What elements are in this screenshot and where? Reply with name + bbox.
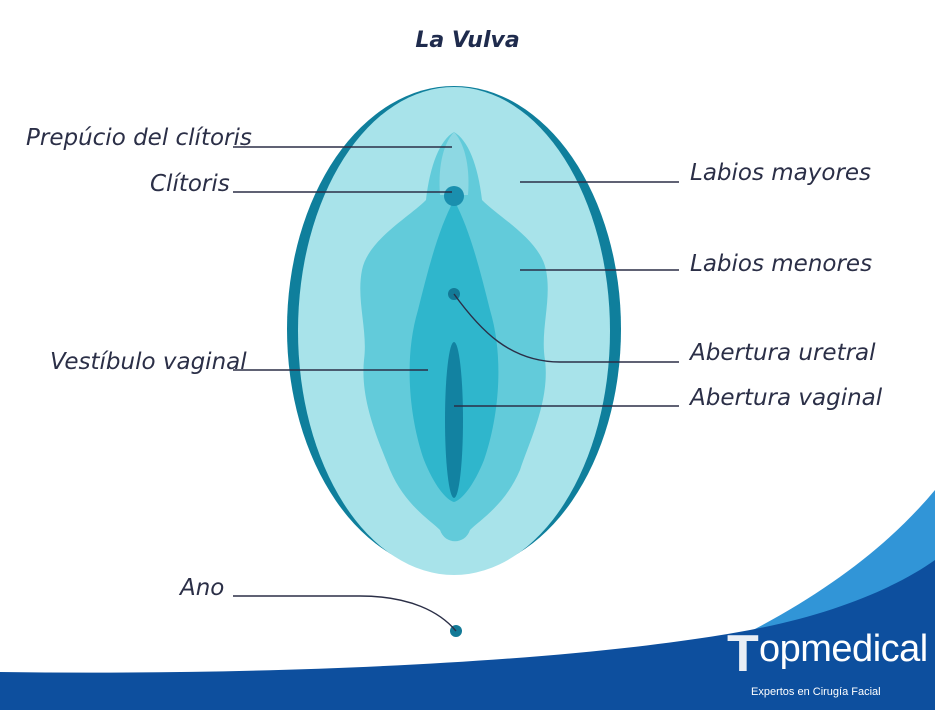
label-prepucio: Prepúcio del clítoris [26, 125, 252, 151]
label-clitoris: Clítoris [150, 171, 230, 197]
abertura-vaginal-shape [445, 342, 463, 498]
label-abertura-uretral: Abertura uretral [690, 340, 876, 366]
label-vestibulo: Vestíbulo vaginal [50, 349, 247, 375]
brand-tagline: Expertos en Cirugía Facial [751, 686, 881, 698]
brand-logo: T opmedical Expertos en Cirugía Facial [727, 625, 929, 708]
brand-initial: T [727, 625, 759, 683]
clitoris-dot [444, 186, 464, 206]
label-abertura-vaginal: Abertura vaginal [690, 385, 883, 411]
leader-ano [233, 595, 457, 632]
diagram-title: La Vulva [415, 28, 520, 53]
label-ano: Ano [180, 575, 225, 601]
brand-name: opmedical [759, 628, 928, 670]
leader-lines [233, 146, 679, 632]
leader-abertura-uretral [453, 293, 679, 363]
label-labios-mayores: Labios mayores [690, 160, 872, 186]
wave-dark [0, 560, 935, 710]
label-labios-menores: Labios menores [690, 251, 873, 277]
prepucio-shape [439, 132, 469, 195]
